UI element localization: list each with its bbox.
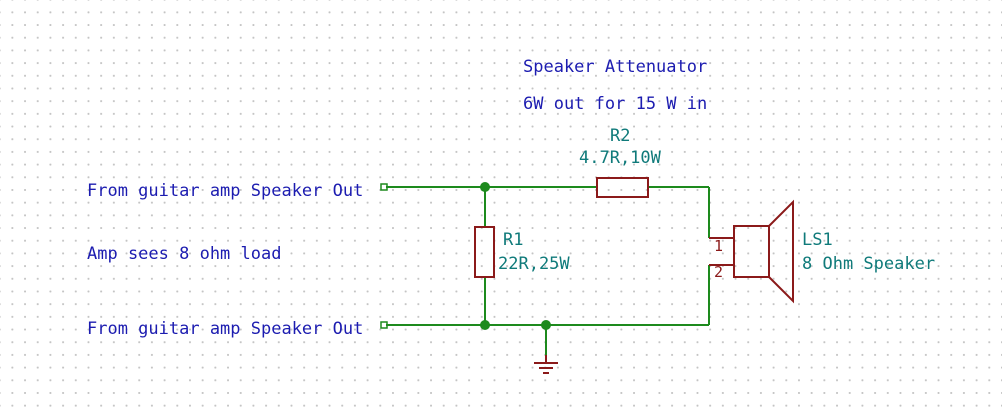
input-connector-bottom: [380, 321, 388, 329]
input-connector-top: [380, 183, 388, 191]
junction-dot: [480, 182, 490, 192]
junction-dot: [480, 320, 490, 330]
note-input-bottom: From guitar amp Speaker Out: [87, 319, 364, 339]
schematic-subtitle: 6W out for 15 W in: [523, 94, 708, 114]
junction-dot: [541, 320, 551, 330]
resistor-r2-symbol: [596, 177, 649, 198]
speaker-ls1-symbol: [709, 199, 794, 304]
r1-value: 22R,25W: [498, 254, 570, 274]
r2-value: 4.7R,10W: [579, 148, 661, 168]
note-input-top: From guitar amp Speaker Out: [87, 181, 364, 201]
ls1-value: 8 Ohm Speaker: [802, 254, 936, 274]
ls1-pin2-label: 2: [714, 263, 724, 281]
ls1-reference: LS1: [802, 230, 833, 250]
schematic-title: Speaker Attenuator: [523, 57, 708, 77]
r1-reference: R1: [503, 230, 524, 250]
r2-reference: R2: [610, 126, 631, 146]
resistor-r1-symbol: [474, 226, 495, 278]
note-load: Amp sees 8 ohm load: [87, 244, 282, 264]
ground-symbol: [534, 355, 558, 374]
ls1-pin1-label: 1: [714, 237, 724, 255]
